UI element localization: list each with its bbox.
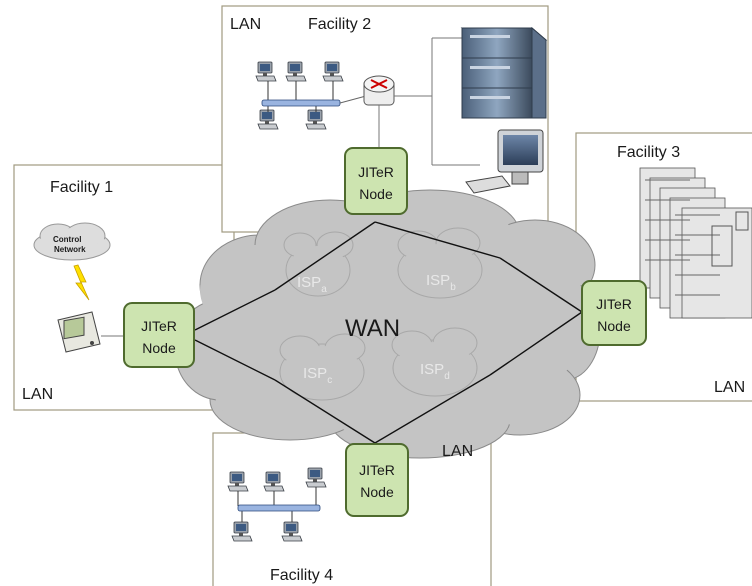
control-network-cloud: Control Network (33, 222, 111, 261)
wireless-bolt-icon (73, 264, 90, 301)
facility-4-title: Facility 4 (270, 567, 333, 584)
isp-a-label: ISPa (297, 274, 327, 295)
svg-text:JITeR: JITeR (141, 318, 177, 334)
industrial-panels-icon (639, 167, 752, 319)
jiter-node-facility-2: JITeR Node (344, 147, 408, 215)
control-device-icon (57, 311, 101, 353)
router-icon (363, 75, 395, 106)
facility-2-lan-label: LAN (230, 16, 261, 33)
isp-b-cloud (397, 227, 483, 299)
facility-1-lan-label: LAN (22, 386, 53, 403)
isp-b-label: ISPb (426, 272, 456, 293)
facility-2-lan-pcs (255, 61, 367, 130)
wan-label: WAN (345, 315, 400, 342)
isp-c-cloud (279, 333, 366, 401)
wan-links (194, 221, 583, 444)
svg-text:Control: Control (53, 235, 81, 244)
svg-text:JITeR: JITeR (358, 164, 394, 180)
facility-1-title: Facility 1 (50, 179, 113, 196)
facility-3-title: Facility 3 (617, 144, 680, 161)
svg-text:Node: Node (142, 340, 176, 356)
isp-d-cloud (391, 327, 478, 397)
isp-a-cloud (283, 231, 354, 297)
svg-text:Node: Node (360, 484, 394, 500)
svg-text:JITeR: JITeR (359, 462, 395, 478)
facility-4-lan-label: LAN (442, 443, 473, 460)
svg-text:JITeR: JITeR (596, 296, 632, 312)
jiter-node-facility-3: JITeR Node (581, 280, 647, 346)
facility-2-title: Facility 2 (308, 16, 371, 33)
svg-text:Node: Node (597, 318, 631, 334)
isp-c-label: ISPc (303, 365, 332, 386)
jiter-node-facility-1: JITeR Node (123, 302, 195, 368)
svg-text:Node: Node (359, 186, 393, 202)
server-rack-icon (460, 26, 548, 119)
facility-3-lan-label: LAN (714, 379, 745, 396)
jiter-node-facility-4: JITeR Node (345, 443, 409, 517)
isp-d-label: ISPd (420, 361, 450, 382)
workstation-icon (465, 129, 544, 194)
facility-4-lan-pcs (227, 467, 327, 542)
svg-text:Network: Network (54, 245, 86, 254)
